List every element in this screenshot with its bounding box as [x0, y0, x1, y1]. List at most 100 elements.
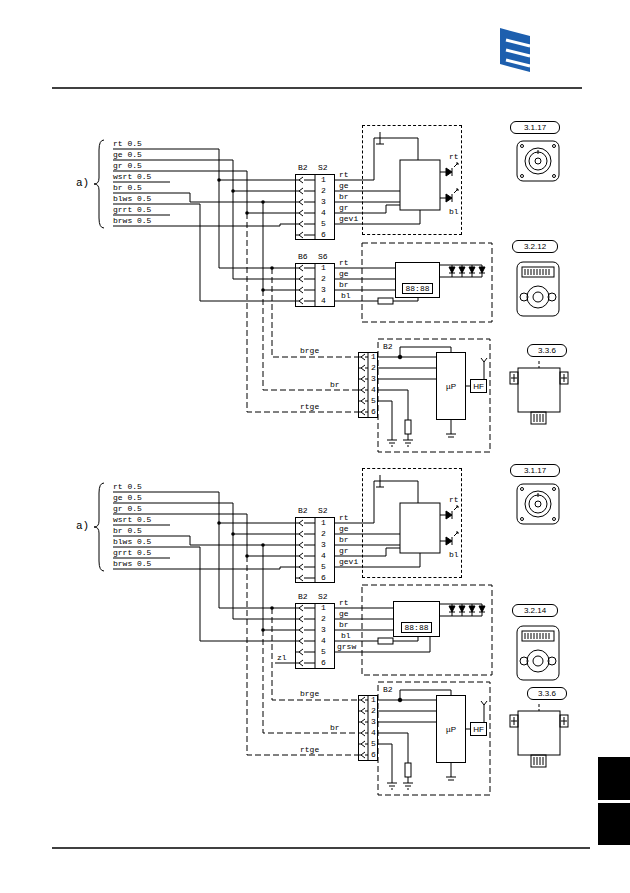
socket-pin: [295, 287, 315, 293]
reference-badge: 3.2.14: [512, 604, 558, 617]
wire-color: ge: [339, 269, 349, 278]
pin-number: 4: [321, 551, 326, 560]
connector-name: S6: [318, 252, 328, 261]
junction-dot: [261, 288, 265, 292]
wire-connector: [378, 368, 436, 369]
socket-pin: [295, 660, 315, 666]
pin-number: 6: [321, 573, 326, 582]
wire-connector: [378, 722, 436, 723]
logo: [500, 28, 530, 72]
connector-name: B2: [298, 592, 308, 601]
junction-dot: [270, 266, 274, 270]
reference-number: 3.1.17: [524, 123, 546, 132]
led-row: [440, 265, 485, 277]
wire-color: br: [339, 192, 349, 201]
optional-wire: [247, 213, 358, 412]
module-label: HF: [473, 382, 484, 391]
wire: [113, 492, 295, 663]
socket-pin: [295, 616, 315, 622]
wire-connector: [335, 180, 362, 181]
wire-connector: [335, 556, 362, 557]
pin-number: 1: [321, 518, 326, 527]
wire-connector: [335, 630, 393, 631]
wire-spec: brws 0.5: [113, 216, 151, 225]
header-rule: [52, 87, 582, 88]
pin-number: 5: [321, 219, 326, 228]
junction-dots: [217, 178, 274, 632]
socket-pin: [295, 276, 315, 282]
pin-number: 2: [321, 186, 326, 195]
footer-rule: [52, 847, 590, 848]
pin-number: 3: [321, 540, 326, 549]
pin-number: 6: [321, 658, 326, 667]
junction-dot: [217, 178, 221, 182]
reference-badge: 3.1.17: [510, 464, 560, 477]
connector-name: B6: [298, 252, 308, 261]
wire-spec: grrt 0.5: [113, 205, 151, 214]
wire-color: grsw: [337, 642, 356, 651]
wire-spec: rt 0.5: [113, 139, 142, 148]
connector-name: S2: [318, 592, 328, 601]
pin-number: 1: [321, 263, 326, 272]
socket-pin: [358, 376, 368, 382]
socket-pin: [358, 354, 368, 360]
wire-color: bl: [341, 631, 351, 640]
pin-number: 3: [321, 285, 326, 294]
control-unit-internals: [362, 475, 458, 567]
wire-connector: [335, 567, 362, 568]
page-tab: [598, 757, 630, 800]
pin-number: 6: [321, 230, 326, 239]
wire-color: rt: [339, 170, 349, 179]
heater-internals: [378, 339, 490, 452]
reference-badge: 3.3.6: [527, 687, 567, 700]
led-color-label: bl: [449, 207, 459, 216]
wire-spec: blws 0.5: [113, 194, 151, 203]
wire-color: ge: [339, 609, 349, 618]
wire-connector: [378, 711, 436, 712]
module-label: HF: [473, 725, 484, 734]
socket-pin: [295, 575, 315, 581]
reference-badge: 3.2.12: [512, 240, 558, 253]
led-row: [440, 604, 485, 616]
component-box: rtbl: [362, 468, 462, 578]
wire-color: rtge: [300, 402, 319, 411]
wire-spec: blws 0.5: [113, 537, 151, 546]
pin-number: 5: [371, 739, 376, 748]
wire-connector: [378, 700, 436, 701]
chip-label: µP: [446, 382, 456, 391]
reference-badge: 3.3.6: [527, 344, 567, 357]
wire-color: gr: [339, 203, 349, 212]
optional-wire: [247, 556, 358, 755]
wire-spec: ge 0.5: [113, 493, 142, 502]
wire-connector: [335, 534, 362, 535]
wire-connector: [335, 545, 362, 546]
wire-color: rt: [339, 258, 349, 267]
led-color-label: bl: [449, 550, 459, 559]
pin-number: 3: [321, 197, 326, 206]
socket-pin: [295, 188, 315, 194]
pin-number: 1: [371, 352, 376, 361]
connector-block: B2S2: [295, 603, 335, 669]
operating-unit-icon: [517, 484, 559, 524]
heater-icon: [510, 704, 568, 767]
wire-connector: [335, 224, 362, 225]
control-unit-internals: [362, 132, 458, 224]
wire-color: br: [330, 380, 340, 389]
heater-icon: [510, 361, 568, 424]
pin-number: 2: [371, 706, 376, 715]
chip-label: µP: [446, 725, 456, 734]
page-tab: [598, 803, 630, 845]
wire-color: gr: [339, 546, 349, 555]
pin-number: 6: [371, 407, 376, 416]
socket-pin: [295, 210, 315, 216]
reference-number: 3.3.6: [538, 689, 556, 698]
pin-number: 2: [321, 274, 326, 283]
pin-number: 2: [321, 529, 326, 538]
pin-number: 4: [321, 296, 326, 305]
display-digits: 88:88: [401, 622, 431, 633]
socket-pin: [295, 232, 315, 238]
socket-pin: [295, 531, 315, 537]
wire-connector: [335, 268, 395, 269]
